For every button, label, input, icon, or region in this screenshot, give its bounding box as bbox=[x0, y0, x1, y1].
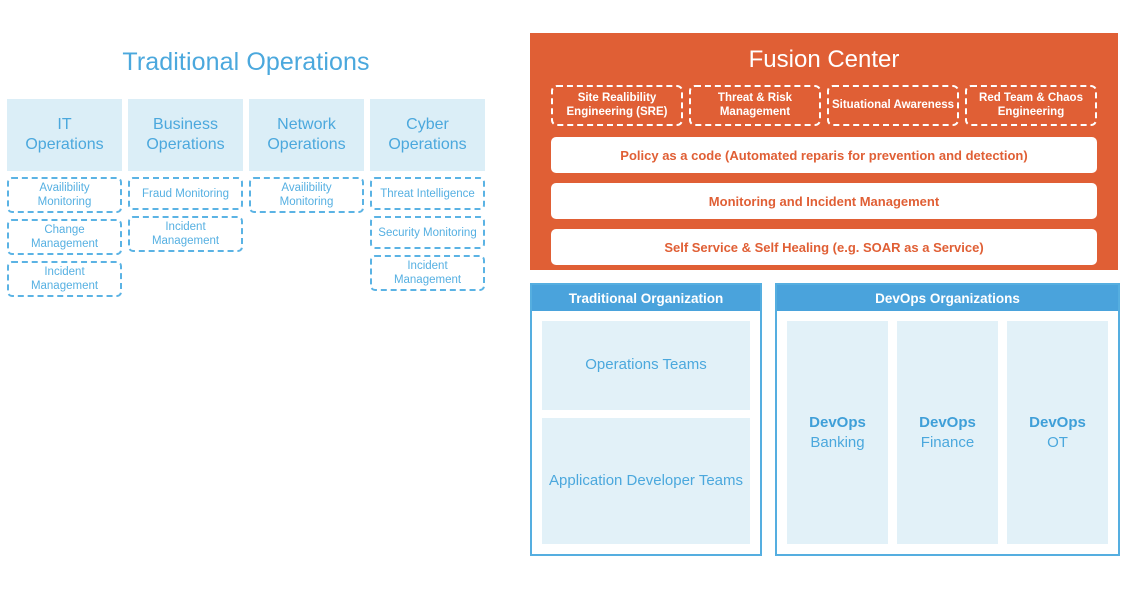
pillar-red-team-and-chaos-engineering[interactable]: Red Team & Chaos Engineering bbox=[965, 85, 1097, 126]
org-box-operations-teams[interactable]: Operations Teams bbox=[542, 321, 750, 410]
column-header-line2: Operations bbox=[25, 136, 104, 153]
list-item[interactable]: Incident Management bbox=[370, 255, 485, 291]
traditional-organization-header: Traditional Organization bbox=[532, 285, 760, 311]
capability-bar-policy-as-a-code[interactable]: Policy as a code (Automated reparis for … bbox=[551, 137, 1097, 173]
list-item[interactable]: Change Management bbox=[7, 219, 122, 255]
devops-box-subtitle: OT bbox=[1047, 433, 1068, 451]
list-item[interactable]: Fraud Monitoring bbox=[128, 177, 243, 210]
column-header-it-operations: IT Operations bbox=[7, 99, 122, 171]
pillar-threat-and-risk-management[interactable]: Threat & Risk Management bbox=[689, 85, 821, 126]
devops-organizations-panel: DevOps Organizations DevOps Banking DevO… bbox=[775, 283, 1120, 556]
capability-bar-self-service-self-healing[interactable]: Self Service & Self Healing (e.g. SOAR a… bbox=[551, 229, 1097, 265]
devops-box-ot[interactable]: DevOps OT bbox=[1007, 321, 1108, 544]
devops-box-subtitle: Banking bbox=[810, 433, 865, 451]
list-item[interactable]: Availibility Monitoring bbox=[249, 177, 364, 213]
column-header-cyber-operations: Cyber Operations bbox=[370, 99, 485, 171]
fusion-center-title: Fusion Center bbox=[748, 46, 900, 73]
column-cyber-operations: Cyber Operations Threat Intelligence Sec… bbox=[370, 99, 485, 291]
devops-box-finance[interactable]: DevOps Finance bbox=[897, 321, 998, 544]
list-item[interactable]: Availibility Monitoring bbox=[7, 177, 122, 213]
pillar-site-reliability-engineering[interactable]: Site Realibility Engineering (SRE) bbox=[551, 85, 683, 126]
list-item[interactable]: Security Monitoring bbox=[370, 216, 485, 249]
column-header-line2: Operations bbox=[146, 136, 225, 153]
devops-organizations-body: DevOps Banking DevOps Finance DevOps OT bbox=[777, 311, 1118, 554]
devops-box-banking[interactable]: DevOps Banking bbox=[787, 321, 888, 544]
list-item[interactable]: Incident Management bbox=[7, 261, 122, 297]
column-header-line1: Network bbox=[277, 116, 336, 133]
column-header-line2: Operations bbox=[388, 136, 467, 153]
traditional-organization-body: Operations Teams Application Developer T… bbox=[532, 311, 760, 554]
list-item[interactable]: Incident Management bbox=[128, 216, 243, 252]
devops-box-title: DevOps bbox=[1029, 413, 1086, 431]
pillar-situational-awareness[interactable]: Situational Awareness bbox=[827, 85, 959, 126]
traditional-operations-columns: IT Operations Availibility Monitoring Ch… bbox=[7, 99, 487, 297]
devops-box-title: DevOps bbox=[809, 413, 866, 431]
fusion-center-pillars: Site Realibility Engineering (SRE) Threa… bbox=[551, 85, 1097, 126]
column-network-operations: Network Operations Availibility Monitori… bbox=[249, 99, 364, 213]
org-box-application-developer-teams[interactable]: Application Developer Teams bbox=[542, 417, 750, 544]
column-it-operations: IT Operations Availibility Monitoring Ch… bbox=[7, 99, 122, 297]
list-item[interactable]: Threat Intelligence bbox=[370, 177, 485, 210]
column-header-line1: Cyber bbox=[406, 116, 449, 133]
column-business-operations: Business Operations Fraud Monitoring Inc… bbox=[128, 99, 243, 252]
column-header-line1: IT bbox=[57, 116, 72, 133]
capability-bar-monitoring-incident-management[interactable]: Monitoring and Incident Management bbox=[551, 183, 1097, 219]
column-header-business-operations: Business Operations bbox=[128, 99, 243, 171]
traditional-operations-title: Traditional Operations bbox=[122, 48, 370, 76]
devops-box-title: DevOps bbox=[919, 413, 976, 431]
fusion-center-panel: Fusion Center Site Realibility Engineeri… bbox=[530, 33, 1118, 270]
devops-box-subtitle: Finance bbox=[920, 433, 975, 451]
column-header-line1: Business bbox=[153, 116, 218, 133]
devops-organizations-header: DevOps Organizations bbox=[777, 285, 1118, 311]
column-header-line2: Operations bbox=[267, 136, 346, 153]
column-header-network-operations: Network Operations bbox=[249, 99, 364, 171]
fusion-center-capability-bars: Policy as a code (Automated reparis for … bbox=[551, 137, 1097, 265]
traditional-organization-panel: Traditional Organization Operations Team… bbox=[530, 283, 762, 556]
